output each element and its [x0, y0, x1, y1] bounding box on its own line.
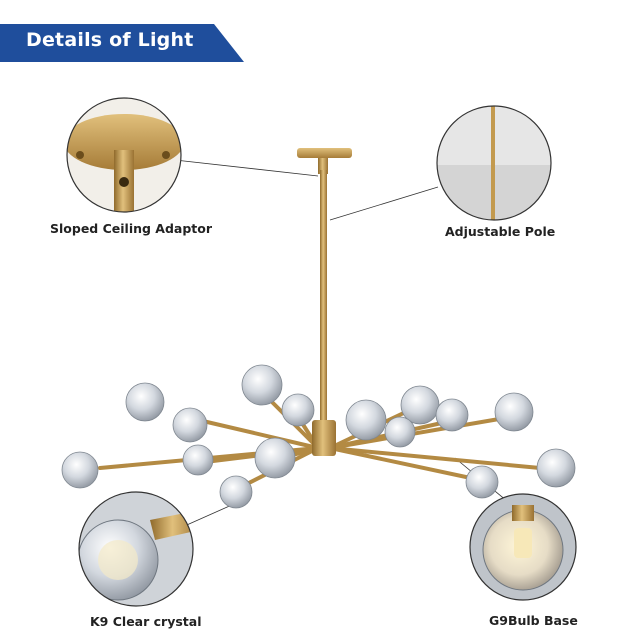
- label-sloped-ceiling-adaptor: Sloped Ceiling Adaptor: [50, 221, 213, 236]
- title-banner: Details of Light: [0, 24, 244, 62]
- label-adjustable-pole: Adjustable Pole: [445, 224, 556, 239]
- detail-g9-base: [469, 493, 577, 601]
- label-k9-clear-crystal: K9 Clear crystal: [90, 614, 202, 629]
- callout-lines: [174, 159, 514, 529]
- canopy: [297, 148, 352, 174]
- label-g9-bulb-base: G9Bulb Base: [489, 613, 578, 628]
- detail-k9-crystal: [78, 491, 194, 607]
- detail-sloped-adaptor: [66, 97, 182, 213]
- center-hub: [312, 420, 336, 456]
- detail-adjustable-pole: [436, 105, 552, 221]
- banner-shape: [0, 24, 244, 62]
- pole: [320, 170, 327, 430]
- banner-title: Details of Light: [26, 29, 194, 51]
- crystal-globes: [61, 364, 576, 509]
